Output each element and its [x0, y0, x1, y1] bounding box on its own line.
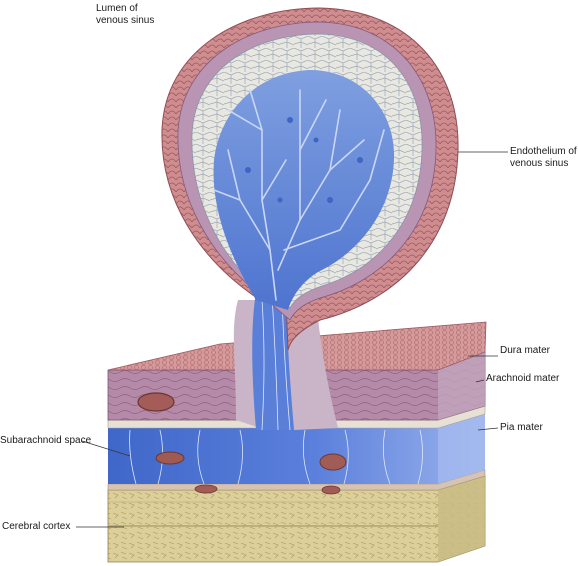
label-cerebral-cortex: Cerebral cortex [2, 521, 71, 532]
subarachnoid-leader [81, 440, 131, 457]
label-endothelium-line2: venous sinus [510, 158, 569, 169]
cerebral-cortex-block [107, 475, 486, 563]
label-lumen-line1: Lumen of [96, 3, 138, 14]
leader-lines [76, 151, 508, 528]
subarachnoid-space-block [108, 414, 485, 495]
arachnoid-granulation-cap [191, 33, 423, 310]
label-dura-mater: Dura mater [500, 345, 551, 356]
pia-leader [477, 427, 499, 431]
label-arachnoid-mater: Arachnoid mater [486, 373, 560, 384]
label-lumen-of-venous-sinus: Lumen of venous sinus [96, 3, 154, 27]
label-pia-mater: Pia mater [500, 422, 543, 433]
label-endothelium-of-venous-sinus: Endothelium of venous sinus [510, 146, 577, 170]
label-subarachnoid-space: Subarachnoid space [0, 435, 92, 446]
label-lumen-line2: venous sinus [96, 15, 155, 26]
arachnoid-leader [475, 379, 485, 383]
label-endothelium-line1: Endothelium of [510, 146, 577, 157]
